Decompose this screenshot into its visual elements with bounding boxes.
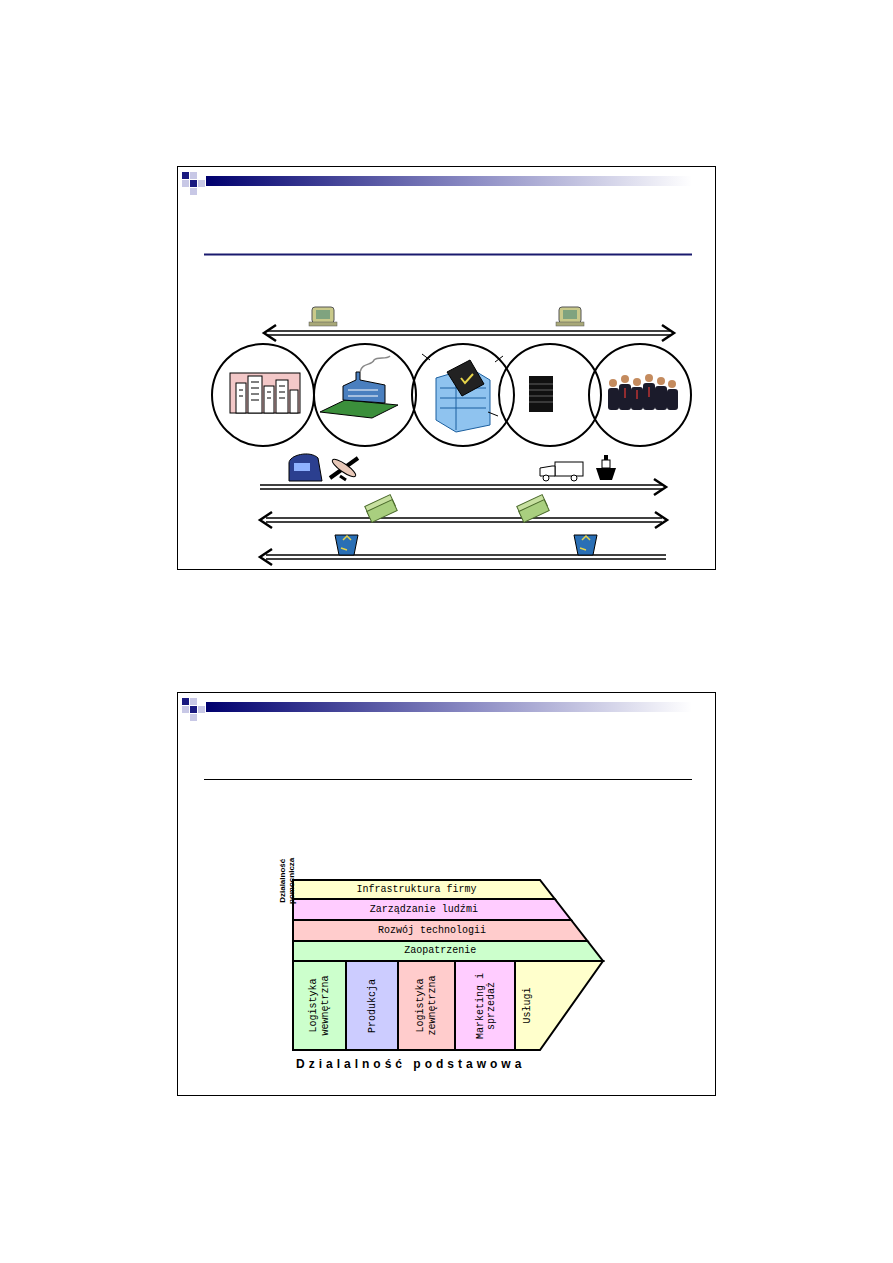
activity-shape (398, 961, 455, 1050)
primary-activity-label: Logistyka wewnętrzna (295, 965, 344, 1046)
support-activity-label: Infrastruktura firmy (297, 880, 536, 899)
city-clipart (230, 373, 300, 413)
money-icon (365, 495, 397, 523)
primary-activity-column: Logistyka zewnętrzna (398, 961, 455, 1050)
supply-chain-illustration (212, 307, 691, 565)
activity-shape (346, 961, 398, 1050)
primary-activity-label: Marketing i sprzedaż (457, 965, 513, 1046)
slide-frame (178, 693, 716, 1096)
primary-activity-column: Logistyka wewnętrzna (293, 961, 346, 1050)
primary-activity-column: Produkcja (346, 961, 398, 1050)
primary-activity-column: Usługi (515, 961, 603, 1050)
primary-activity-label: Produkcja (348, 965, 396, 1046)
transport-icons (289, 454, 616, 481)
office-clipart (422, 354, 503, 432)
factory-clipart (320, 356, 398, 418)
activity-shape (293, 941, 603, 961)
support-activity-label: Rozwój technologii (297, 920, 567, 941)
activity-shape (293, 880, 555, 899)
recycle-bin-icon (574, 535, 597, 555)
computer-icon (309, 307, 337, 326)
support-activity-band: Rozwój technologii (293, 920, 587, 941)
money-icon (517, 495, 549, 523)
primary-activities-label: Dzialalność podstawowa (296, 1058, 546, 1071)
activity-shape (293, 899, 571, 920)
activity-shape (293, 920, 587, 941)
support-activity-band: Zarządzanie ludźmi (293, 899, 571, 920)
support-activity-label: Zaopatrzenie (297, 941, 583, 961)
computer-icon (556, 307, 584, 326)
activity-shape (515, 961, 603, 1050)
primary-activity-label: Logistyka zewnętrzna (400, 965, 453, 1046)
people-clipart (608, 374, 678, 410)
support-activities-label: Dzialalność pomocnicza (279, 855, 297, 907)
activity-shape (293, 961, 346, 1050)
support-activity-label: Zarządzanie ludźmi (297, 899, 551, 920)
slide-frame (178, 167, 716, 570)
primary-activity-column: Marketing i sprzedaż (455, 961, 515, 1050)
warehouse-clipart (529, 376, 553, 412)
activity-shape (455, 961, 515, 1050)
support-activity-band: Zaopatrzenie (293, 941, 603, 961)
primary-activity-label: Usługi (517, 965, 538, 1046)
recycle-bin-icon (335, 535, 358, 555)
support-activity-band: Infrastruktura firmy (293, 880, 555, 899)
